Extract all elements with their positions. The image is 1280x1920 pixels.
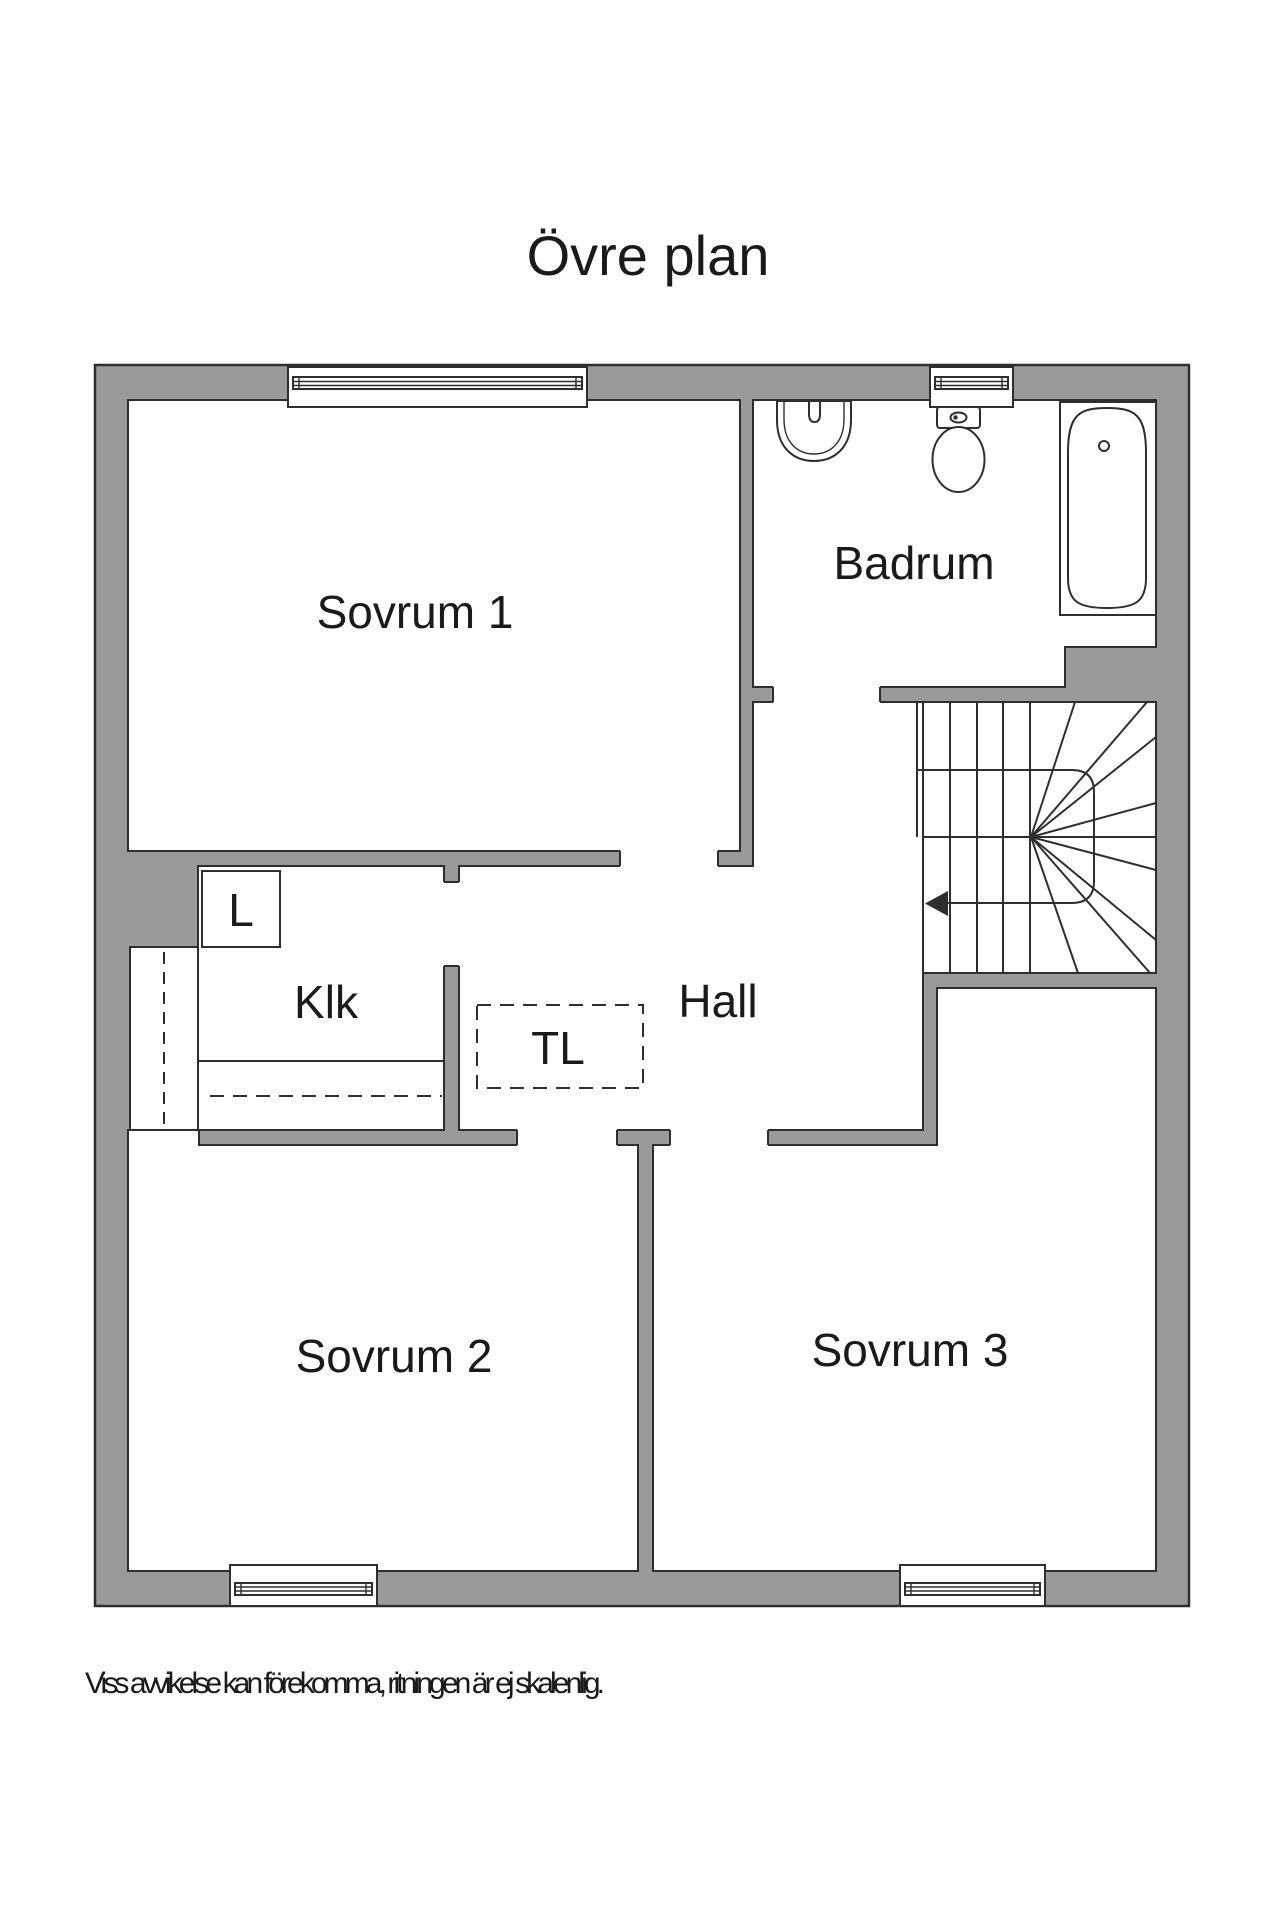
- room-label-hall: Hall: [678, 975, 757, 1027]
- disclaimer-text: Viss avvikelse kan förekomma, ritningen …: [85, 1667, 605, 1700]
- stair-direction-arrow-icon: [925, 891, 948, 916]
- bathroom-fixtures: [776, 400, 1157, 616]
- toilet-icon: [931, 406, 986, 493]
- door-jamb: [619, 851, 719, 866]
- window-sovrum3: [899, 1564, 1046, 1607]
- l-hatch-box: [201, 870, 281, 948]
- sink-icon: [776, 400, 852, 463]
- window-sovrum1: [287, 366, 588, 408]
- door-opening-sovrum3: [670, 1128, 768, 1147]
- door-openings: [442, 685, 881, 1147]
- room-label-sovrum3: Sovrum 3: [812, 1324, 1009, 1376]
- room-label-sovrum2: Sovrum 2: [296, 1330, 493, 1382]
- room-area-sovrum1: [127, 399, 741, 852]
- page-title: Övre plan: [527, 224, 770, 287]
- door-jamb: [772, 687, 881, 702]
- window-badrum: [929, 366, 1014, 408]
- room-label-badrum: Badrum: [833, 537, 994, 589]
- door-opening-sovrum1: [620, 849, 718, 868]
- marker-label-l: L: [228, 884, 254, 936]
- door-opening-klk: [442, 882, 461, 966]
- door-jamb: [516, 1130, 618, 1145]
- room-area-sovrum3: [652, 987, 1157, 1572]
- door-jamb: [444, 881, 459, 967]
- door-opening-badrum: [773, 685, 880, 704]
- room-label-sovrum1: Sovrum 1: [317, 586, 514, 638]
- door-jamb: [669, 1130, 769, 1145]
- marker-label-tl: TL: [531, 1022, 585, 1074]
- tl-dashed-zone: [476, 1004, 644, 1089]
- windows: [229, 366, 1046, 1607]
- storage-details: [163, 870, 644, 1126]
- room-label-klk: Klk: [294, 976, 359, 1028]
- door-opening-sovrum2: [517, 1128, 617, 1147]
- stair-walk-line: [917, 769, 1095, 904]
- window-sovrum2: [229, 1564, 378, 1607]
- staircase: [916, 701, 1157, 974]
- bathtub-icon: [1059, 401, 1157, 616]
- room-area-badrum: [752, 399, 1157, 688]
- room-labels: Sovrum 1 Badrum Klk Hall TL L Sovrum 2 S…: [228, 537, 1008, 1382]
